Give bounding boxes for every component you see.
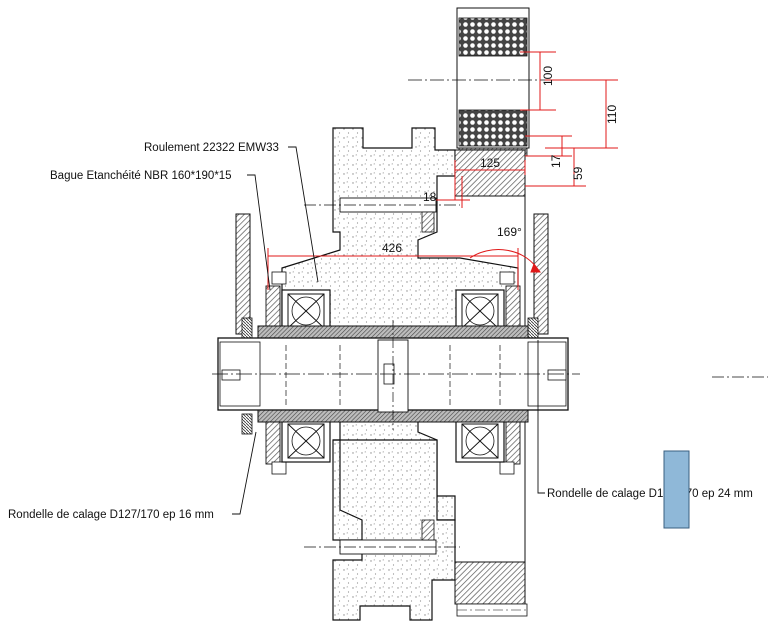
dim-angle: 169° — [497, 225, 522, 239]
dim-426: 426 — [382, 241, 402, 255]
dimension-lines — [267, 51, 618, 290]
bearing-bottom-left — [281, 419, 331, 463]
label-seal: Bague Etanchéité NBR 160*190*15 — [50, 170, 232, 182]
seal-ring-right-top — [505, 285, 521, 333]
dim-59: 59 — [571, 166, 585, 180]
seal-ring-left-top — [265, 285, 281, 333]
label-shim-right: Rondelle de calage D127/170 ep 24 mm — [547, 488, 753, 500]
dim-18: 18 — [423, 190, 437, 204]
bolt-hole-bottom — [304, 519, 460, 555]
knurl-left-lower — [241, 413, 253, 435]
dim-125: 125 — [480, 156, 500, 170]
cover-plate-right — [533, 213, 549, 335]
dim-100: 100 — [541, 66, 555, 86]
seal-ring-left-bottom — [265, 419, 281, 465]
cover-plate-left — [235, 213, 251, 335]
dim-110: 110 — [605, 105, 619, 124]
flange-ring-bottom — [454, 561, 526, 605]
leader-lines — [232, 146, 545, 515]
cap-screws — [271, 271, 515, 475]
gear-rim-top — [456, 7, 530, 157]
bearing-bottom-right — [455, 419, 505, 463]
knurl-left — [241, 317, 253, 339]
bolt-hole-top — [304, 197, 460, 233]
knurl-right — [527, 317, 539, 339]
highlight-marker — [663, 450, 690, 529]
seal-ring-right-bottom — [505, 419, 521, 465]
label-bearing: Roulement 22322 EMW33 — [144, 142, 279, 154]
dim-17: 17 — [549, 154, 563, 168]
bearing-top-right — [455, 289, 505, 333]
label-shim-left: Rondelle de calage D127/170 ep 16 mm — [8, 509, 214, 521]
